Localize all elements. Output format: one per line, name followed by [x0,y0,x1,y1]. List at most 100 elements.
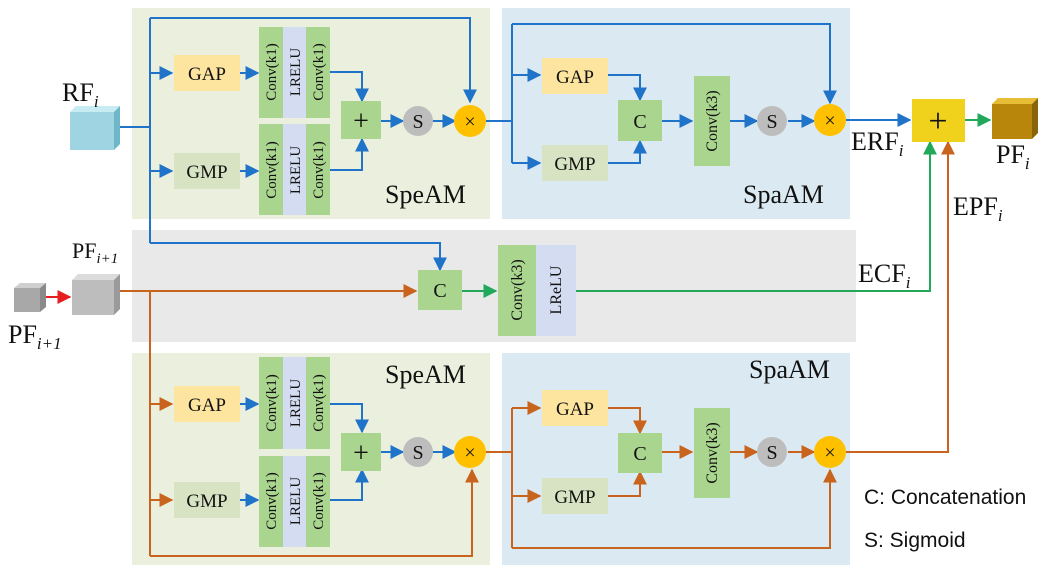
conv-k1-label-ta2: Conv(k1) [311,43,327,101]
conv-k3-bottom [694,408,730,498]
conv-k1-bot-a2 [306,357,330,449]
lrelu-mid [536,245,576,336]
sigmoid-bottom-spa [757,437,787,467]
conv-k1-label-tb2: Conv(k1) [311,141,327,199]
pf-out-cube [992,98,1038,139]
conv-k1-top-b1 [259,124,283,215]
conv-k1-label-tb1: Conv(k1) [264,141,280,199]
spa-bottom-panel [502,353,850,565]
gap-label-bottom: GAP [188,395,226,416]
pf-out-label: PFi [996,140,1030,173]
gmp-label-top-spa: GMP [554,154,595,175]
ecf-label: ECFi [858,259,911,292]
conv-k1-label-ta1: Conv(k1) [264,43,280,101]
lrelu-label-mid: LReLU [548,265,565,314]
multiply-bottom-spa [814,436,846,468]
conv-k1-label-bb1: Conv(k1) [264,472,280,530]
add-box-top [341,101,381,139]
legend-concatenation: C: Concatenation [864,486,1026,509]
conv-k1-top-a1 [259,27,283,118]
legend-sigmoid: S: Sigmoid [864,529,966,552]
gmp-label-bottom-spa: GMP [554,487,595,508]
spe-am-title-bottom: SpeAM [385,360,466,389]
conv-k3-label-top: Conv(k3) [704,90,721,151]
gap-box-top-spa [542,58,608,94]
conv-k3-mid [498,245,536,336]
fusion-panel [132,230,856,342]
lrelu-label-bb: LRELU [288,477,304,525]
gmp-box-top-spa [542,145,608,181]
concat-symbol-top: C [633,111,646,133]
gmp-box-bottom-spa [542,478,608,514]
multiply-top-spe [454,105,486,137]
concat-box-mid [418,270,462,310]
multiply-symbol-top-spe: × [464,111,475,133]
epf-label: EPFi [953,192,1003,225]
conv-k3-label-bottom: Conv(k3) [704,422,721,483]
lrelu-top-b [283,124,306,215]
pf-next-label-bottom: PFi+1 [8,320,62,353]
concat-box-top [618,100,662,141]
conv-k3-label-mid: Conv(k3) [509,259,526,320]
sigmoid-symbol-bottom-spe: S [412,442,423,464]
plus-symbol-final: + [928,103,947,140]
conv-k1-top-b2 [306,124,330,215]
concat-symbol-bottom: C [633,443,646,465]
conv-k1-label-ba1: Conv(k1) [264,374,280,432]
multiply-bottom-spe [454,436,486,468]
gmp-box-bottom [174,482,240,518]
gmp-label-bottom: GMP [186,491,227,512]
rf-cube [70,106,120,150]
conv-k3-top [694,76,730,166]
lrelu-bot-b [283,456,306,547]
lrelu-top-a [283,27,306,118]
final-add-box [912,99,965,142]
spa-am-title-top: SpaAM [743,180,824,209]
multiply-top-spa [814,104,846,136]
conv-k1-bot-b1 [259,456,283,547]
lrelu-label-ba: LRELU [288,379,304,427]
conv-k1-bot-b2 [306,456,330,547]
spa-am-title-bottom: SpaAM [749,355,830,384]
gmp-label-top: GMP [186,162,227,183]
sigmoid-bottom-spe [403,437,433,467]
multiply-symbol-top-spa: × [824,110,835,132]
green-connections [462,113,992,298]
sigmoid-symbol-bottom-spa: S [766,442,777,464]
conv-k1-bot-a1 [259,357,283,449]
orange-connections [120,140,955,557]
lrelu-label-ta: LRELU [288,48,304,96]
multiply-symbol-bottom-spa: × [824,442,835,464]
sigmoid-symbol-top-spa: S [766,111,777,133]
multiply-symbol-bottom-spe: × [464,442,475,464]
blue-connections-bottom-spe [240,397,457,507]
lrelu-bot-a [283,357,306,449]
gap-label-bottom-spa: GAP [556,399,594,420]
concat-symbol-mid: C [433,280,446,302]
add-box-bottom [341,433,381,471]
plus-symbol-top: + [353,106,369,137]
sigmoid-top-spe [403,106,433,136]
plus-symbol-bottom: + [353,438,369,469]
conv-k1-label-bb2: Conv(k1) [311,472,327,530]
sigmoid-symbol-top-spe: S [412,111,423,133]
gmp-box-top [174,153,240,189]
gap-box-bottom [174,386,240,422]
erf-label: ERFi [851,127,904,160]
pf-next-large-cube [72,274,120,315]
blue-connections [120,17,912,272]
pf-next-label-top: PFi+1 [72,238,118,267]
gap-box-bottom-spa [542,390,608,426]
gap-label-top-spa: GAP [556,67,594,88]
sigmoid-top-spa [757,106,787,136]
spa-top-panel [502,8,850,219]
lrelu-label-tb: LRELU [288,146,304,194]
gap-box-top [174,55,240,91]
rf-label: RFi [62,78,99,111]
gap-label-top: GAP [188,64,226,85]
conv-k1-label-ba2: Conv(k1) [311,374,327,432]
concat-box-bottom [618,433,662,473]
pf-next-small-cube [14,283,46,312]
conv-k1-top-a2 [306,27,330,118]
